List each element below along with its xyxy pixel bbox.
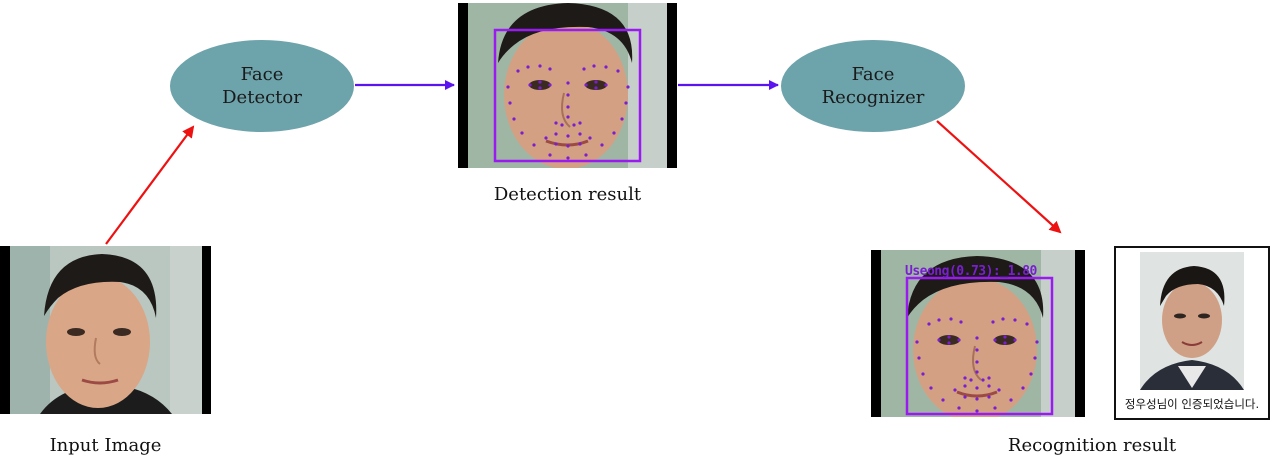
recognition-bounding-box: [905, 276, 1054, 416]
recognition-face-photo: [881, 250, 1075, 417]
confirmation-portrait: [1140, 252, 1244, 390]
detection-bounding-box: [493, 28, 642, 163]
input-face-photo: [10, 246, 202, 414]
detection-landmarks: [506, 64, 630, 160]
confirmation-message: 정우성님이 인증되었습니다.: [1124, 397, 1260, 411]
recognition-landmarks: [915, 317, 1039, 413]
arrow-recognizer-to-result: [936, 120, 1062, 234]
confirmation-card: 정우성님이 인증되었습니다.: [1114, 246, 1270, 420]
detection-result-image: [458, 3, 677, 168]
face-detector-node: [170, 40, 354, 132]
face-recognizer-node: [781, 40, 965, 132]
input-image-caption: Input Image: [49, 435, 162, 456]
arrow-input-to-detector: [105, 125, 195, 245]
detection-face-photo: [468, 3, 667, 168]
recognition-result-image: Useong(0.73):_1.80: [871, 250, 1085, 417]
detection-result-caption: Detection result: [493, 184, 642, 205]
recognition-result-caption: Recognition result: [1007, 435, 1177, 456]
recognition-overlay-label: Useong(0.73):_1.80: [905, 264, 1037, 279]
input-image: [0, 246, 211, 414]
